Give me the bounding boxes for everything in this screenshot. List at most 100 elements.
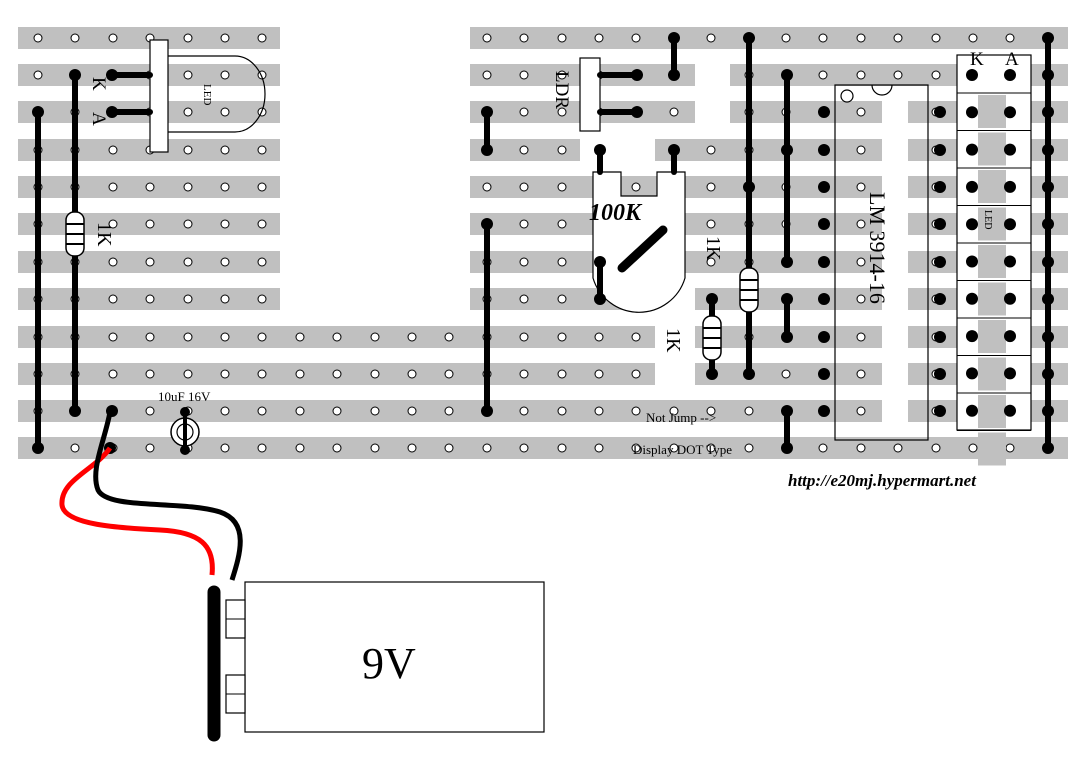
ic-pin bbox=[818, 405, 830, 417]
bargraph-pin bbox=[1004, 367, 1016, 380]
copper-strip bbox=[470, 27, 1068, 49]
strip-hole bbox=[332, 406, 342, 416]
strip-hole bbox=[183, 145, 193, 155]
bargraph-pin bbox=[966, 180, 978, 193]
strip-hole bbox=[444, 369, 454, 379]
supply-joint bbox=[1042, 69, 1054, 81]
strip-hole bbox=[856, 145, 866, 155]
capacitor-10uf bbox=[170, 407, 200, 455]
bargraph-segment bbox=[978, 432, 1006, 466]
strip-hole bbox=[781, 369, 791, 379]
solder-joint bbox=[106, 106, 118, 118]
strip-hole bbox=[257, 443, 267, 453]
strip-hole bbox=[108, 294, 118, 304]
ic-pin bbox=[818, 293, 830, 305]
led-cathode-label: K bbox=[88, 77, 109, 91]
strip-hole bbox=[856, 406, 866, 416]
bargraph-pin bbox=[1004, 292, 1016, 305]
solder-joint bbox=[481, 218, 493, 230]
strip-hole bbox=[706, 406, 716, 416]
strip-hole bbox=[370, 369, 380, 379]
bargraph-led-label: LED bbox=[982, 210, 993, 229]
strip-hole bbox=[594, 443, 604, 453]
ic-pin bbox=[934, 181, 946, 193]
bargraph-segment bbox=[978, 170, 1006, 203]
bargraph-segment bbox=[978, 282, 1006, 316]
solder-joint bbox=[594, 256, 606, 268]
strip-hole bbox=[183, 70, 193, 80]
bargraph-pin bbox=[1004, 143, 1016, 156]
supply-joint bbox=[1042, 368, 1054, 380]
ic-pin bbox=[934, 106, 946, 118]
strip-hole bbox=[220, 219, 230, 229]
strip-hole bbox=[557, 107, 567, 117]
ic-cut bbox=[882, 100, 908, 430]
strip-hole bbox=[220, 369, 230, 379]
strip-hole bbox=[1005, 443, 1015, 453]
strip-hole bbox=[220, 33, 230, 43]
bargraph-pin bbox=[1004, 218, 1016, 231]
bargraph-cathode-label: K bbox=[970, 49, 984, 70]
pot-100k-label: 100K bbox=[589, 200, 643, 226]
led-bargraph bbox=[956, 54, 1032, 466]
strip-hole bbox=[818, 70, 828, 80]
solder-joint bbox=[781, 405, 793, 417]
capacitor-label: 10uF 16V bbox=[158, 389, 211, 404]
bargraph-pin bbox=[966, 218, 978, 231]
strip-hole bbox=[781, 33, 791, 43]
strip-hole bbox=[183, 332, 193, 342]
strip-hole bbox=[220, 182, 230, 192]
strip-hole bbox=[594, 332, 604, 342]
solder-joint bbox=[481, 405, 493, 417]
strip-hole bbox=[257, 369, 267, 379]
strip-hole bbox=[70, 33, 80, 43]
strip-hole bbox=[257, 145, 267, 155]
solder-joint bbox=[781, 293, 793, 305]
display-mode-note: Display DOT Type bbox=[633, 442, 732, 457]
strip-hole bbox=[257, 332, 267, 342]
strip-hole bbox=[557, 294, 567, 304]
strip-hole bbox=[519, 257, 529, 267]
strip-hole bbox=[332, 369, 342, 379]
battery-9v bbox=[207, 581, 545, 742]
strip-hole bbox=[220, 107, 230, 117]
strip-hole bbox=[108, 145, 118, 155]
bargraph-pin bbox=[966, 292, 978, 305]
ic-pin bbox=[934, 293, 946, 305]
strip-hole bbox=[370, 443, 380, 453]
supply-joint bbox=[1042, 293, 1054, 305]
bargraph-pin bbox=[1004, 330, 1016, 343]
solder-joint bbox=[781, 331, 793, 343]
strip-hole bbox=[70, 443, 80, 453]
strip-hole bbox=[220, 443, 230, 453]
strip-hole bbox=[856, 257, 866, 267]
strip-hole bbox=[669, 107, 679, 117]
solder-joint bbox=[743, 368, 755, 380]
strip-hole bbox=[257, 182, 267, 192]
bargraph-pin bbox=[1004, 404, 1016, 417]
bargraph-pin bbox=[1004, 69, 1016, 81]
strip-hole bbox=[856, 332, 866, 342]
ic-pin bbox=[818, 218, 830, 230]
bargraph-pin bbox=[966, 367, 978, 380]
strip-hole bbox=[856, 70, 866, 80]
supply-joint bbox=[1042, 181, 1054, 193]
bargraph-segment bbox=[978, 320, 1006, 353]
strip-hole bbox=[407, 406, 417, 416]
ic-pin bbox=[818, 181, 830, 193]
solder-joint bbox=[668, 32, 680, 44]
strip-hole bbox=[370, 406, 380, 416]
strip-hole bbox=[257, 294, 267, 304]
strip-hole bbox=[482, 182, 492, 192]
strip-hole bbox=[444, 332, 454, 342]
strip-hole bbox=[145, 219, 155, 229]
strip-hole bbox=[519, 107, 529, 117]
solder-joint bbox=[32, 106, 44, 118]
ldr-label: LDR bbox=[551, 71, 572, 109]
resistors bbox=[65, 200, 759, 368]
strip-hole bbox=[856, 182, 866, 192]
strip-hole bbox=[519, 443, 529, 453]
strip-hole bbox=[220, 70, 230, 80]
strip-hole bbox=[183, 219, 193, 229]
solder-joint bbox=[781, 256, 793, 268]
